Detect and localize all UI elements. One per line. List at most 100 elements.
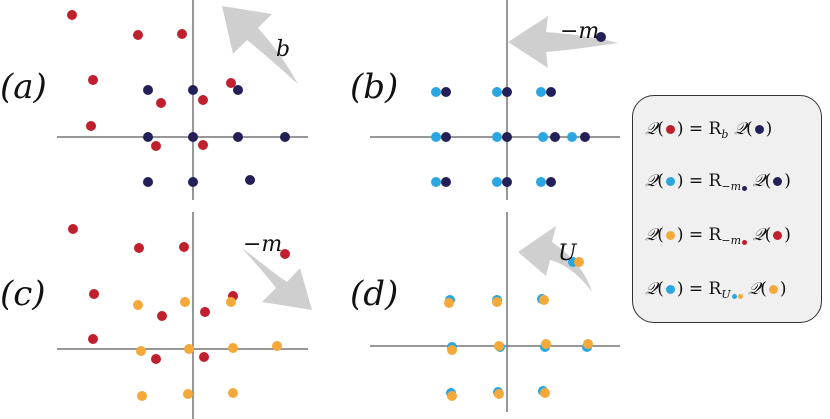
- panel-a-red-dot-5: [198, 95, 208, 105]
- panel-a-red-dot-3: [88, 75, 98, 85]
- panel-a-navy-dot-6: [280, 132, 290, 142]
- cyan-dot-icon: [665, 284, 675, 294]
- panel-c-red-dot-1: [134, 243, 144, 253]
- panel-b-navy-dot-10: [596, 32, 606, 42]
- panel-a-red-dot-1: [133, 30, 143, 40]
- panel-b-navy-dot-0: [441, 87, 451, 97]
- panel-c-orange-dot-8: [183, 389, 193, 399]
- q-symbol: 𝒬: [733, 119, 747, 139]
- panel-c-orange-dot-4: [184, 344, 194, 354]
- navy-dot-icon: [773, 176, 783, 186]
- panel-a-navy-dot-0: [143, 85, 153, 95]
- red-subdot-icon: [742, 239, 748, 245]
- panel-d-orange-dot-10: [574, 257, 584, 267]
- panel-a-red-dot-0: [67, 10, 77, 20]
- panel-b-navy-dot-2: [546, 87, 556, 97]
- legend-row-2: 𝒬() = R−m 𝒬(): [645, 171, 791, 193]
- arrow-c-label: −m: [243, 232, 282, 257]
- panel-d-orange-dot-2: [539, 295, 549, 305]
- legend-sub: U: [721, 287, 731, 301]
- panel-a-red-dot-7: [86, 121, 96, 131]
- arrow-a-label: b: [276, 37, 290, 62]
- cyan-subdot-icon: [731, 293, 737, 299]
- orange-subdot-icon: [737, 293, 743, 299]
- panel-d-orange-dot-8: [494, 389, 504, 399]
- legend-eq: = R: [688, 225, 722, 245]
- panel-d-orange-dot-4: [494, 341, 504, 351]
- q-symbol: 𝒬: [645, 225, 658, 245]
- legend-eq: = R: [688, 171, 722, 191]
- panel-b-cyan-dot-0: [431, 87, 441, 97]
- panel-d-orange-dot-1: [492, 297, 502, 307]
- panel-c-red-dot-2: [179, 242, 189, 252]
- panel-a-red-dot-4: [226, 78, 236, 88]
- panel-b-navy-dot-4: [502, 132, 512, 142]
- panel-b-label: (b): [350, 67, 398, 107]
- panel-c-red-dot-3: [89, 289, 99, 299]
- panel-b-navy-dot-9: [546, 177, 556, 187]
- legend-sub: −m: [721, 179, 742, 193]
- arrow-b-label: −m: [560, 19, 599, 44]
- navy-subdot-icon: [742, 185, 748, 191]
- panel-c-orange-dot-1: [180, 297, 190, 307]
- arrow-b-icon: [508, 16, 618, 68]
- panel-c-orange-dot-9: [228, 388, 238, 398]
- panel-c-red-dot-9: [199, 352, 209, 362]
- q-symbol: 𝒬: [748, 279, 761, 299]
- panel-c-orange-dot-6: [272, 341, 282, 351]
- panel-d-orange-dot-7: [447, 391, 457, 401]
- panel-d-orange-dot-9: [540, 388, 550, 398]
- arrows-layer: [222, 6, 618, 310]
- panel-a-navy-dot-4: [188, 132, 198, 142]
- panel-b-cyan-dot-7: [431, 177, 441, 187]
- arrow-c-icon: [242, 248, 312, 310]
- panel-b-cyan-dot-8: [492, 177, 502, 187]
- panel-b-cyan-dot-5: [538, 132, 548, 142]
- panel-a-red-dot-8: [151, 141, 161, 151]
- q-symbol: 𝒬: [645, 119, 658, 139]
- axes-layer: [57, 0, 620, 419]
- panel-a-navy-dot-5: [233, 132, 243, 142]
- q-symbol: 𝒬: [752, 225, 765, 245]
- panel-b-navy-dot-1: [502, 87, 512, 97]
- panel-a-navy-dot-3: [143, 132, 153, 142]
- panel-b-navy-dot-6: [580, 132, 590, 142]
- orange-dot-icon: [768, 284, 778, 294]
- panel-d-orange-dot-3: [447, 345, 457, 355]
- panel-c-orange-dot-5: [228, 343, 238, 353]
- dots-layer: [67, 10, 606, 401]
- panel-c-red-dot-8: [151, 354, 161, 364]
- panel-b-cyan-dot-1: [492, 87, 502, 97]
- panel-d-label: (d): [350, 274, 398, 314]
- legend-eq: = R: [688, 279, 722, 299]
- legend-sub: −m: [721, 233, 742, 247]
- panel-d-orange-dot-0: [444, 298, 454, 308]
- q-symbol: 𝒬: [645, 171, 658, 191]
- panel-c-label: (c): [0, 274, 46, 314]
- panel-a-navy-dot-2: [233, 85, 243, 95]
- panel-c-red-dot-0: [68, 224, 78, 234]
- panel-c-orange-dot-3: [136, 346, 146, 356]
- panel-b-cyan-dot-2: [536, 87, 546, 97]
- panel-a-navy-dot-8: [188, 177, 198, 187]
- panel-c-red-dot-5: [200, 307, 210, 317]
- panel-a-label: (a): [0, 67, 47, 107]
- panel-d-orange-dot-6: [583, 339, 593, 349]
- panel-b-cyan-dot-6: [567, 132, 577, 142]
- panel-b-navy-dot-7: [441, 177, 451, 187]
- arrow-a-icon: [222, 6, 298, 84]
- panel-b-navy-dot-3: [441, 132, 451, 142]
- legend-eq: = R: [688, 119, 722, 139]
- orange-dot-icon: [665, 230, 675, 240]
- panel-c-red-dot-10: [280, 249, 290, 259]
- panel-a-navy-dot-1: [188, 85, 198, 95]
- arrow-d-label: U: [558, 241, 578, 266]
- navy-dot-icon: [754, 124, 764, 134]
- arrow-d-icon: [518, 226, 592, 292]
- legend-row-3: 𝒬() = R−m 𝒬(): [645, 225, 791, 247]
- panel-c-red-dot-7: [88, 334, 98, 344]
- q-symbol: 𝒬: [645, 279, 658, 299]
